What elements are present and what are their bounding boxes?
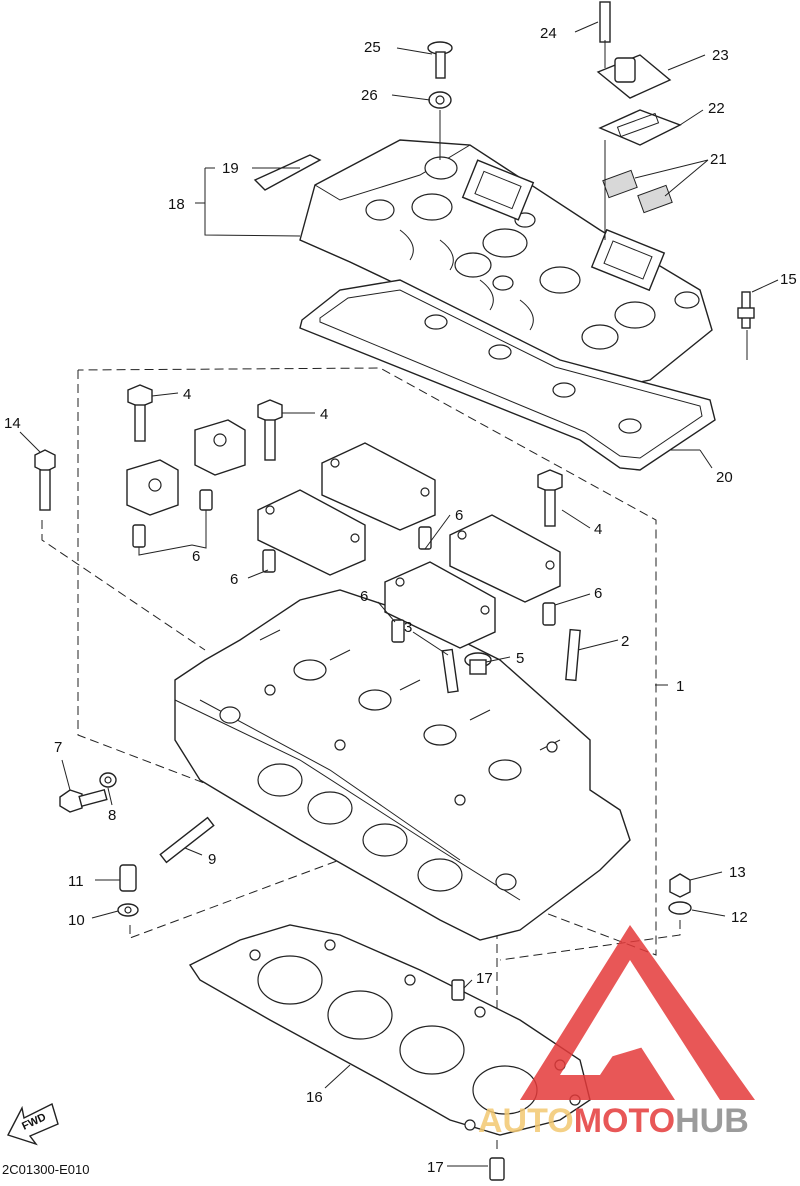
callout-numbers: 1 2 3 4 4 4 5 6 6 6 6 6 7 8 9 10 11 12 1… bbox=[4, 25, 797, 1176]
callout-22: 22 bbox=[708, 100, 725, 117]
callout-10: 10 bbox=[68, 912, 85, 929]
watermark-word-auto: AUTO bbox=[478, 1102, 574, 1140]
callout-6-center-top: 6 bbox=[455, 507, 463, 524]
leader-lines bbox=[19, 21, 779, 1167]
callout-9: 9 bbox=[208, 851, 216, 868]
callout-20: 20 bbox=[716, 469, 733, 486]
callout-25: 25 bbox=[364, 39, 381, 56]
cover-gasket bbox=[299, 279, 716, 471]
callout-18: 18 bbox=[168, 196, 185, 213]
watermark-logo-inner bbox=[600, 1015, 650, 1060]
top-parts bbox=[253, 1, 682, 214]
callout-26: 26 bbox=[361, 87, 378, 104]
callout-24: 24 bbox=[540, 25, 557, 42]
watermark-word-hub: HUB bbox=[675, 1102, 749, 1140]
callout-6-right: 6 bbox=[594, 585, 602, 602]
callout-6-center-left: 6 bbox=[230, 571, 238, 588]
assembly-boundary bbox=[77, 367, 657, 956]
callout-4-top-center: 4 bbox=[320, 406, 328, 423]
callout-3: 3 bbox=[404, 619, 412, 636]
callout-23: 23 bbox=[712, 47, 729, 64]
assembly-line-left bbox=[41, 520, 206, 651]
callout-16: 16 bbox=[306, 1089, 323, 1106]
callout-13: 13 bbox=[729, 864, 746, 881]
diagram-code: 2C01300-E010 bbox=[2, 1162, 89, 1177]
callout-8: 8 bbox=[108, 807, 116, 824]
callout-17-upper: 17 bbox=[476, 970, 493, 987]
assembly-line-gasket bbox=[129, 829, 421, 939]
callout-7: 7 bbox=[54, 739, 62, 756]
callout-6-center: 6 bbox=[360, 588, 368, 605]
callout-1: 1 bbox=[676, 678, 684, 695]
callout-4-top-left: 4 bbox=[183, 386, 191, 403]
callout-21: 21 bbox=[710, 151, 727, 168]
callout-4-right: 4 bbox=[594, 521, 602, 538]
callout-15: 15 bbox=[780, 271, 797, 288]
callout-5: 5 bbox=[516, 650, 524, 667]
callout-6-left: 6 bbox=[192, 548, 200, 565]
small-parts bbox=[59, 291, 755, 1181]
callout-2: 2 bbox=[621, 633, 629, 650]
watermark-logo-triangle bbox=[520, 925, 755, 1100]
callout-19: 19 bbox=[222, 160, 239, 177]
fwd-arrow: FWD bbox=[6, 1103, 59, 1146]
watermark-word-moto: MOTO bbox=[574, 1102, 675, 1140]
callout-12: 12 bbox=[731, 909, 748, 926]
callout-17-lower: 17 bbox=[427, 1159, 444, 1176]
cylinder-head bbox=[174, 589, 631, 941]
callout-11: 11 bbox=[68, 873, 84, 890]
automotohub-watermark: AUTOMOTOHUB bbox=[478, 925, 755, 1140]
dowel-pins bbox=[132, 489, 556, 643]
assembly-line-right bbox=[499, 920, 681, 961]
camshaft-caps bbox=[126, 419, 561, 649]
valve-cover bbox=[299, 139, 713, 391]
bolts bbox=[34, 384, 563, 527]
watermark-text: AUTOMOTOHUB bbox=[478, 1102, 749, 1140]
callout-14: 14 bbox=[4, 415, 21, 432]
